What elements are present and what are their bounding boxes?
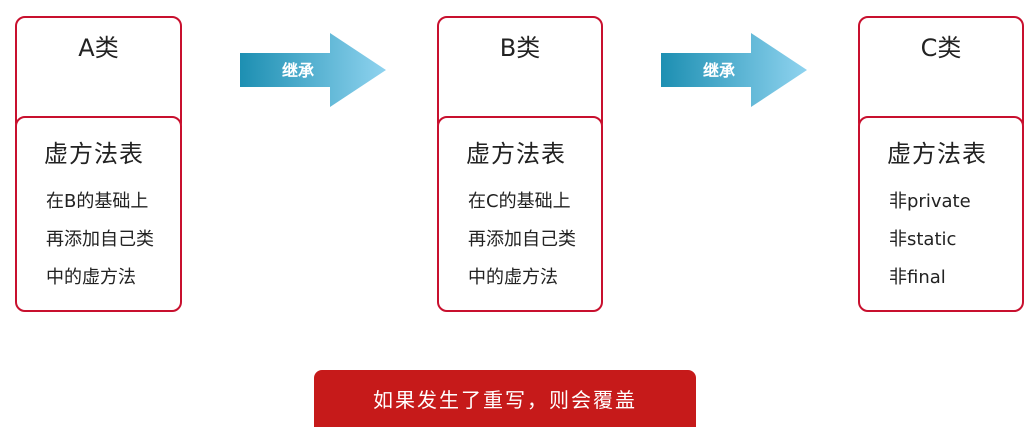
class-a-vtable-line: 在B的基础上 bbox=[46, 191, 149, 212]
inherit-label: 继承 bbox=[282, 61, 314, 80]
class-b-vtable: 虚方法表 在C的基础上 再添加自己类 中的虚方法 bbox=[437, 116, 603, 312]
class-b-vtable-line: 中的虚方法 bbox=[468, 267, 558, 288]
class-a-name: A类 bbox=[78, 34, 119, 62]
class-c-vtable-line: 非static bbox=[889, 229, 957, 250]
class-b-name: B类 bbox=[499, 34, 541, 62]
class-b-box: B类 bbox=[437, 16, 603, 133]
class-a-vtable-title: 虚方法表 bbox=[44, 140, 144, 168]
class-c-vtable-title: 虚方法表 bbox=[887, 140, 987, 168]
class-a-vtable-line: 再添加自己类 bbox=[46, 229, 154, 250]
class-a-vtable: 虚方法表 在B的基础上 再添加自己类 中的虚方法 bbox=[15, 116, 182, 312]
inherit-arrow-2: 继承 bbox=[661, 33, 807, 107]
override-banner-text: 如果发生了重写，则会覆盖 bbox=[373, 388, 637, 412]
inherit-arrow-1: 继承 bbox=[240, 33, 386, 107]
class-a-box: A类 bbox=[15, 16, 182, 133]
class-c-box: C类 bbox=[858, 16, 1024, 133]
class-b-vtable-line: 再添加自己类 bbox=[468, 229, 576, 250]
class-c-name: C类 bbox=[920, 34, 962, 62]
class-a-vtable-line: 中的虚方法 bbox=[46, 267, 136, 288]
inherit-label: 继承 bbox=[703, 61, 735, 80]
class-b-vtable-line: 在C的基础上 bbox=[468, 191, 571, 212]
class-c-vtable-line: 非final bbox=[889, 267, 946, 288]
class-b-vtable-title: 虚方法表 bbox=[466, 140, 566, 168]
class-c-vtable-line: 非private bbox=[889, 191, 971, 212]
class-c-vtable: 虚方法表 非private 非static 非final bbox=[858, 116, 1024, 312]
arrow-shape bbox=[240, 33, 386, 107]
override-banner: 如果发生了重写，则会覆盖 bbox=[314, 370, 696, 427]
arrow-shape bbox=[661, 33, 807, 107]
